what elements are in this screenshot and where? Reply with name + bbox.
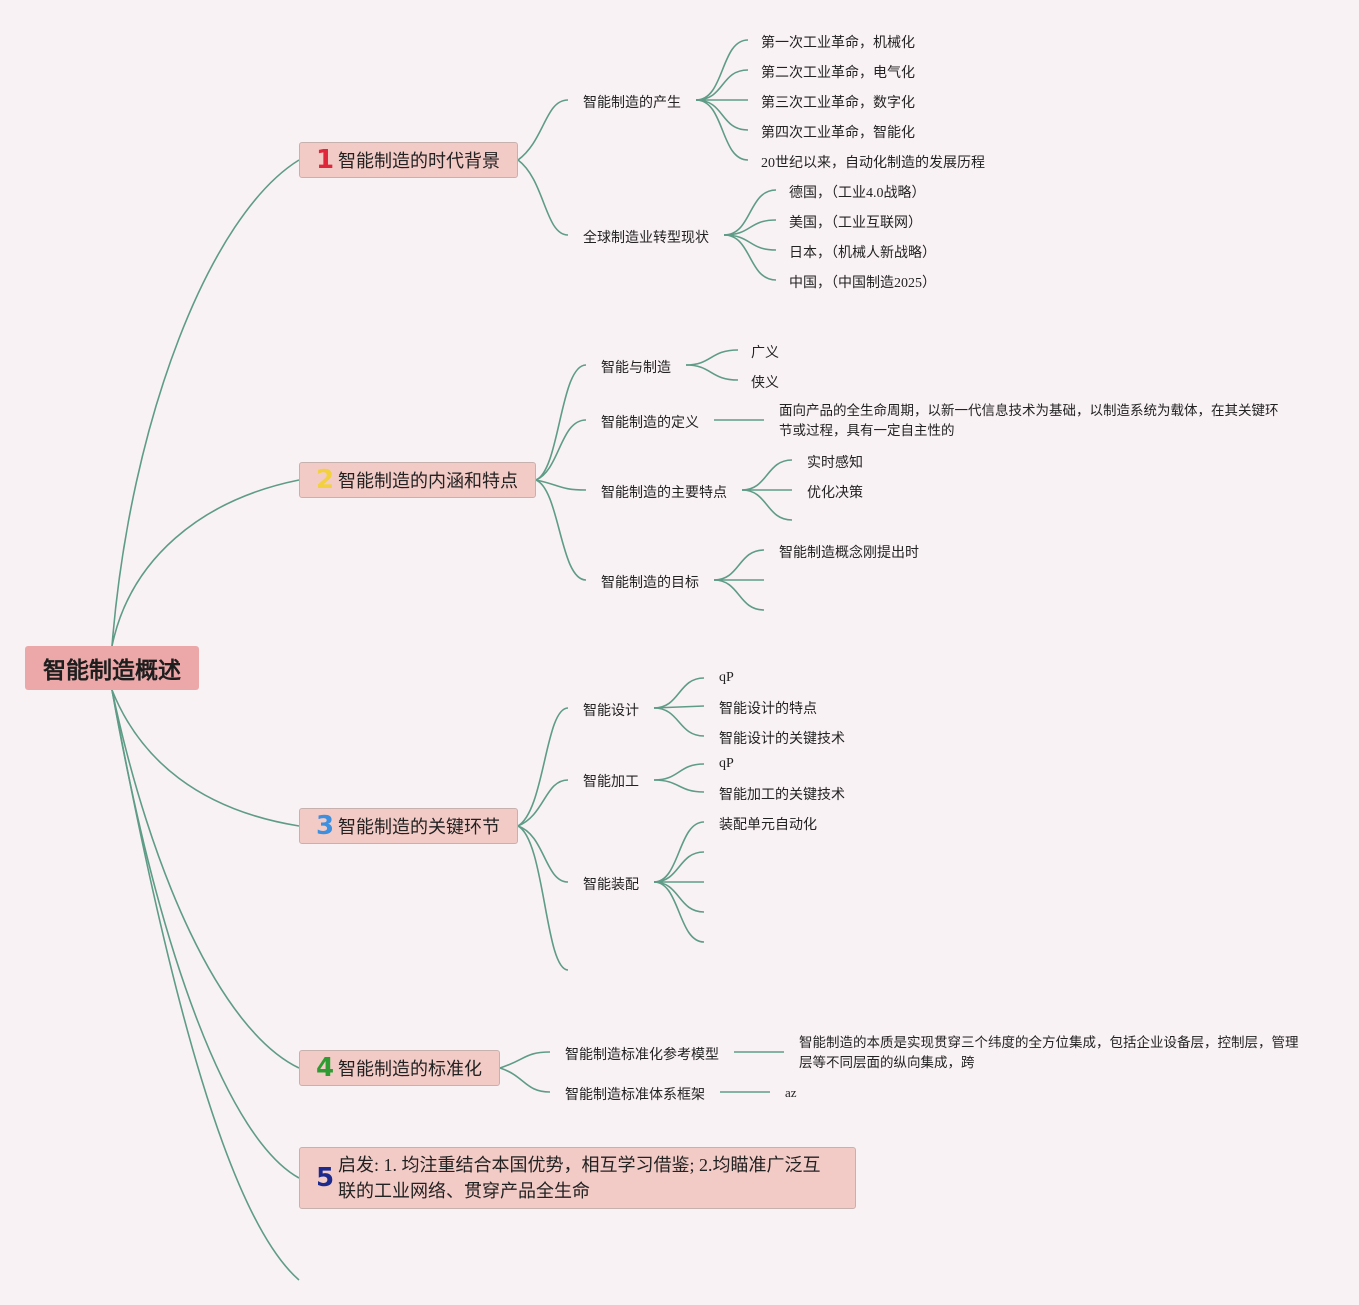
leaf-4-2-1[interactable]: az (785, 1085, 797, 1100)
branch-2-4[interactable]: 智能制造的目标 (601, 575, 699, 591)
topic-1[interactable]: 1 智能制造的时代背景 (299, 142, 518, 178)
leaf-4-1-1[interactable]: 智能制造的本质是实现贯穿三个纬度的全方位集成，包括企业设备层，控制层，管理层等不… (799, 1035, 1299, 1071)
topic-5-title: 启发: 1. 均注重结合本国优势，相互学习借鉴; 2.均瞄准广泛互联的工业网络、… (338, 1155, 821, 1201)
leaf-3-2-1[interactable]: qP (719, 756, 734, 771)
link-root-topic2 (111, 479, 300, 647)
link-root-extra (111, 689, 300, 1281)
leaf-1-1-2[interactable]: 第二次工业革命，电气化 (761, 66, 915, 81)
branch-4-2[interactable]: 智能制造标准体系框架 (565, 1087, 705, 1103)
leaf-3-1-3[interactable]: 智能设计的关键技术 (719, 732, 845, 747)
digit-5-icon: 5 (316, 1163, 335, 1193)
leaf-1-2-3[interactable]: 日本，（机械人新战略） (789, 246, 936, 261)
branch-1-1[interactable]: 智能制造的产生 (583, 95, 681, 111)
leaf-1-1-3[interactable]: 第三次工业革命，数字化 (761, 96, 915, 111)
digit-2-icon: 2 (316, 465, 335, 495)
root-title: 智能制造概述 (43, 658, 181, 684)
topic-2-title: 智能制造的内涵和特点 (338, 471, 518, 492)
topic-4-title: 智能制造的标准化 (338, 1059, 482, 1080)
leaf-2-2-1[interactable]: 面向产品的全生命周期，以新一代信息技术为基础，以制造系统为载体，在其关键环节或过… (779, 403, 1279, 439)
branch-2-1[interactable]: 智能与制造 (601, 360, 671, 376)
branch-2-2[interactable]: 智能制造的定义 (601, 415, 699, 431)
leaf-1-2-1[interactable]: 德国，（工业4.0战略） (789, 186, 926, 201)
leaf-2-3-2[interactable]: 优化决策 (807, 486, 863, 501)
leaf-2-1-2[interactable]: 侠义 (751, 376, 779, 391)
topic-2[interactable]: 2 智能制造的内涵和特点 (299, 462, 536, 498)
link-root-topic4 (111, 689, 300, 1069)
leaf-1-1-4[interactable]: 第四次工业革命，智能化 (761, 126, 915, 141)
branch-2-3[interactable]: 智能制造的主要特点 (601, 485, 727, 501)
branch-3-3[interactable]: 智能装配 (583, 877, 639, 893)
digit-1-icon: 1 (316, 145, 335, 175)
digit-3-icon: 3 (316, 811, 335, 841)
leaf-2-4-1[interactable]: 智能制造概念刚提出时 (779, 546, 919, 561)
link-root-topic5 (111, 689, 300, 1179)
leaf-1-2-4[interactable]: 中国，（中国制造2025） (789, 276, 936, 291)
topic-3-title: 智能制造的关键环节 (338, 817, 500, 838)
branch-4-1[interactable]: 智能制造标准化参考模型 (565, 1047, 719, 1063)
leaf-3-1-1[interactable]: qP (719, 670, 734, 685)
branch-1-2[interactable]: 全球制造业转型现状 (583, 230, 709, 246)
link-root-topic1 (111, 159, 300, 647)
leaf-3-3-1[interactable]: 装配单元自动化 (719, 818, 817, 833)
link-root-topic3 (111, 689, 300, 827)
leaf-3-2-2[interactable]: 智能加工的关键技术 (719, 788, 845, 803)
link-t1-b (517, 159, 569, 236)
leaf-1-1-5[interactable]: 20世纪以来，自动化制造的发展历程 (761, 156, 985, 171)
link-t1-a (517, 99, 569, 161)
topic-3[interactable]: 3 智能制造的关键环节 (299, 808, 518, 844)
leaf-1-1-1[interactable]: 第一次工业革命，机械化 (761, 36, 915, 51)
leaf-2-1-1[interactable]: 广义 (751, 346, 779, 361)
leaf-3-1-2[interactable]: 智能设计的特点 (719, 702, 817, 717)
leaf-1-2-2[interactable]: 美国，（工业互联网） (789, 216, 922, 231)
leaf-2-3-1[interactable]: 实时感知 (807, 456, 863, 471)
branch-3-1[interactable]: 智能设计 (583, 703, 639, 719)
topic-4[interactable]: 4 智能制造的标准化 (299, 1050, 500, 1086)
topic-1-title: 智能制造的时代背景 (338, 151, 500, 172)
root-topic[interactable]: 智能制造概述 (25, 646, 199, 690)
digit-4-icon: 4 (316, 1053, 335, 1083)
branch-3-2[interactable]: 智能加工 (583, 774, 639, 790)
topic-5[interactable]: 5 启发: 1. 均注重结合本国优势，相互学习借鉴; 2.均瞄准广泛互联的工业网… (299, 1147, 856, 1209)
